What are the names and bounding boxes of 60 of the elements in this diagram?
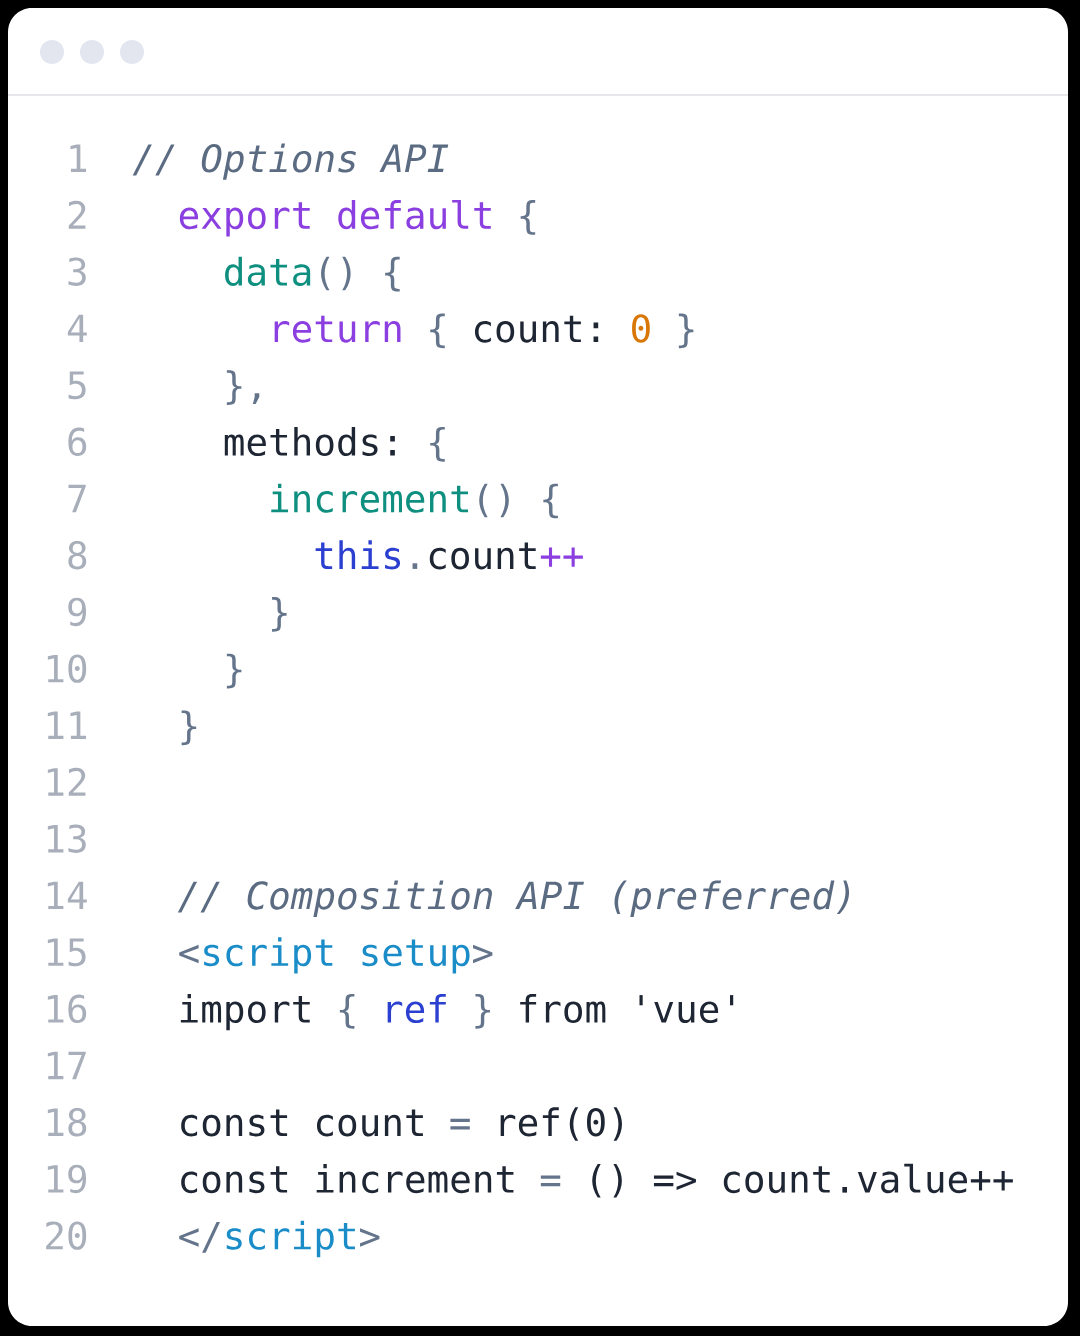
line-number: 12 [47, 767, 86, 796]
code-token: export default [179, 199, 491, 237]
line-number: 5 [68, 371, 86, 400]
code-token: const increment [181, 1164, 514, 1194]
code-token: = [450, 1118, 470, 1130]
line-number: 17 [47, 1051, 86, 1080]
code-token: } [226, 653, 242, 689]
code-token: return [274, 315, 401, 343]
code-token: () { [479, 483, 558, 519]
code-token: ref [387, 993, 446, 1024]
code-token: data [225, 256, 311, 286]
code-token: } [181, 710, 197, 746]
code-token: { [430, 426, 445, 462]
code-token: this [315, 540, 401, 570]
code-token: 0 [632, 314, 650, 343]
code-token: }, [226, 370, 260, 405]
code-token: = [540, 1175, 561, 1187]
code-token: ref(0) [500, 1107, 622, 1141]
line-number: 9 [68, 597, 87, 627]
code-token: > [473, 944, 493, 964]
code-token: ++ [540, 547, 583, 567]
line-number: 6 [68, 427, 87, 457]
code-token: import [180, 993, 310, 1031]
code-token: } [272, 597, 287, 632]
code-comment: // Composition API (preferred) [177, 880, 850, 917]
code-token: } [475, 993, 490, 1029]
line-number: 14 [47, 881, 87, 910]
line-number: 2 [68, 200, 86, 229]
line-number: 20 [46, 1221, 87, 1250]
line-number: 8 [68, 541, 87, 570]
code-token: count: [475, 315, 599, 343]
code-token: const count [181, 1109, 423, 1137]
line-number: 10 [47, 654, 87, 683]
code-token: { [430, 313, 445, 349]
code-comment: // Options API [132, 143, 449, 180]
code-token: { [520, 200, 536, 235]
line-number: 7 [68, 484, 86, 513]
code-token: script setup [204, 937, 470, 974]
code-token: { [339, 993, 355, 1029]
line-number: 15 [47, 938, 86, 967]
code-token: } [678, 313, 694, 349]
line-number: 13 [47, 824, 86, 853]
code-token: > [360, 1228, 380, 1247]
line-number: 1 [70, 144, 87, 172]
line-number: 3 [68, 257, 86, 286]
code-token: < [179, 944, 199, 964]
code-token: () { [321, 256, 400, 292]
line-number: 16 [47, 994, 87, 1024]
code-token: from 'vue' [520, 993, 734, 1024]
code-token: </ [179, 1221, 221, 1253]
code-token: script [226, 1220, 355, 1258]
code-token: . [412, 563, 418, 569]
code-token: methods: [224, 426, 395, 457]
line-number: 4 [67, 314, 87, 343]
code-token: () => count.value++ [592, 1163, 1013, 1198]
line-number: 19 [47, 1164, 87, 1194]
code-token: increment [271, 483, 469, 513]
line-number: 18 [47, 1108, 87, 1137]
line-number: 11 [47, 711, 87, 739]
code-token: count [429, 542, 536, 570]
